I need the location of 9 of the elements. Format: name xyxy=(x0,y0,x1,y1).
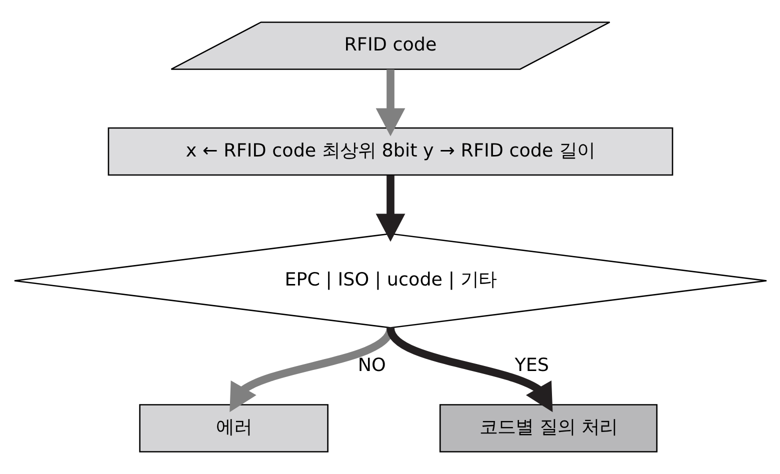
edge-label: YES xyxy=(514,355,549,376)
arrow xyxy=(386,326,552,412)
node-diamond: EPC | ISO | ucode | 기타 xyxy=(13,233,767,328)
node-box: 코드별 질의 처리 xyxy=(438,404,657,452)
node-box: x ← RFID code 최상위 8bit y → RFID code 길이 xyxy=(107,127,673,176)
node-box: 에러 xyxy=(138,404,328,452)
arrow xyxy=(375,69,405,136)
edge-label: NO xyxy=(357,355,386,376)
arrow xyxy=(375,175,405,242)
